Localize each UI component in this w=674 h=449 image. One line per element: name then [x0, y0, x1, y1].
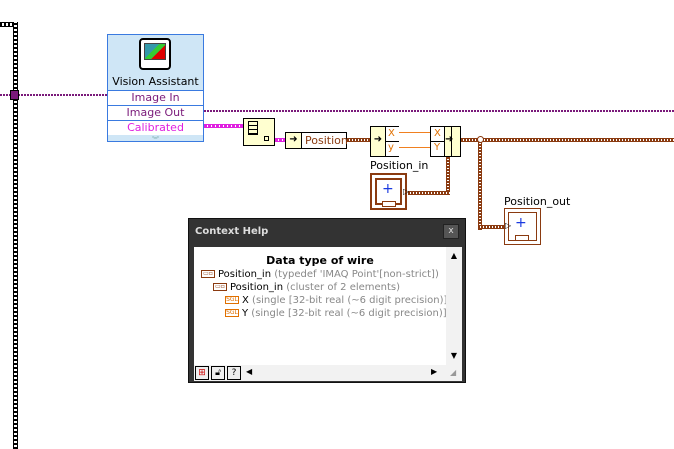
scroll-right-icon[interactable]: ▶	[431, 367, 438, 376]
vertical-scrollbar[interactable]: ▲ ▼	[446, 247, 462, 365]
loop-tunnel[interactable]	[10, 90, 19, 100]
scroll-up-icon[interactable]: ▲	[450, 251, 458, 260]
unbundle-y: y	[388, 142, 394, 153]
unbundle-node[interactable]: ➜ X y	[370, 126, 399, 157]
position-out-label: Position_out	[504, 195, 571, 208]
position-in-label: Position_in	[370, 159, 429, 172]
context-help-toolbar: ⊞ 🔓︎ ? ◀ ▶ ◢	[194, 365, 462, 381]
cluster-icon	[382, 201, 396, 207]
position-in-wire-h[interactable]	[408, 191, 450, 195]
sgl-icon: SGL	[225, 309, 239, 317]
help-line-name: X	[242, 295, 249, 306]
help-line-name: Position_in	[218, 269, 272, 280]
help-icon: ?	[231, 368, 237, 378]
terminal-image-out[interactable]: Image Out	[108, 105, 203, 120]
cluster-icon	[515, 235, 529, 241]
vision-assistant-icon	[139, 38, 171, 70]
vision-assistant-node[interactable]: Vision Assistant Image In Image Out Cali…	[107, 34, 204, 144]
cluster-icon: ▭▫	[201, 270, 215, 278]
loop-border-top	[0, 22, 18, 27]
bundle-x: X	[434, 128, 441, 139]
detailed-help-button[interactable]: ?	[227, 366, 241, 380]
help-line-name: Position_in	[230, 282, 284, 293]
sgl-icon: SGL	[225, 296, 239, 304]
terminal-calibrated-matches[interactable]: Calibrated Matche	[108, 120, 203, 135]
simple-diagram-help-button[interactable]: ⊞	[195, 366, 209, 380]
context-help-content: Data type of wire ▭▫Position_in (typedef…	[194, 247, 451, 365]
position-out-wire-h[interactable]	[478, 225, 505, 229]
element-wire[interactable]	[275, 138, 286, 142]
image-wire-in[interactable]	[0, 94, 108, 96]
unbundle-x: X	[388, 128, 395, 139]
expand-chevron-icon[interactable]: ︾	[152, 136, 159, 144]
help-line-type: (single [32-bit real (~6 digit precision…	[251, 308, 451, 319]
help-line-type: (single [32-bit real (~6 digit precision…	[252, 295, 452, 306]
position-wire[interactable]	[347, 138, 371, 142]
context-help-title: Context Help	[195, 226, 269, 237]
image-out-wire[interactable]	[204, 110, 674, 112]
resize-grip-icon[interactable]: ◢	[450, 368, 457, 377]
bundled-position-wire[interactable]	[461, 138, 674, 142]
matches-array-wire[interactable]	[204, 124, 244, 128]
close-button[interactable]: x	[443, 224, 459, 239]
position-in-control[interactable]: + ▷	[370, 173, 409, 210]
position-out-indicator[interactable]: + ▷	[504, 208, 541, 245]
bundle-y: Y	[434, 142, 441, 153]
unbundle-element-label[interactable]: Position	[305, 134, 348, 147]
context-help-window[interactable]: Context Help x Data type of wire ▭▫Posit…	[188, 218, 466, 383]
crosshair-icon: +	[515, 215, 527, 231]
terminal-image-in[interactable]: Image In	[108, 90, 203, 105]
vision-assistant-title: Vision Assistant	[112, 75, 199, 88]
close-icon: x	[448, 226, 454, 236]
array-icon	[248, 121, 258, 135]
crosshair-icon: +	[382, 181, 394, 197]
help-line-type: (cluster of 2 elements)	[286, 282, 401, 293]
scroll-down-icon[interactable]: ▼	[450, 351, 458, 360]
scroll-left-icon[interactable]: ◀	[246, 367, 253, 376]
position-out-wire-v[interactable]	[478, 142, 482, 230]
unbundle-by-name-node[interactable]: ➜ Position	[285, 132, 348, 149]
help-line-type: (typedef 'IMAQ Point'[non-strict])	[274, 269, 439, 280]
help-heading: Data type of wire	[266, 254, 374, 267]
x-wire[interactable]	[399, 132, 431, 133]
loop-border-left[interactable]	[13, 22, 18, 449]
bundle-node[interactable]: X Y ➜	[430, 126, 461, 157]
y-wire[interactable]	[399, 147, 431, 148]
cluster-icon: ▭▫	[213, 283, 227, 291]
lock-button[interactable]: 🔓︎	[211, 366, 225, 380]
position-in-wire-v[interactable]	[446, 157, 450, 195]
index-array-node[interactable]	[243, 118, 275, 146]
help-line-name: Y	[242, 308, 249, 319]
